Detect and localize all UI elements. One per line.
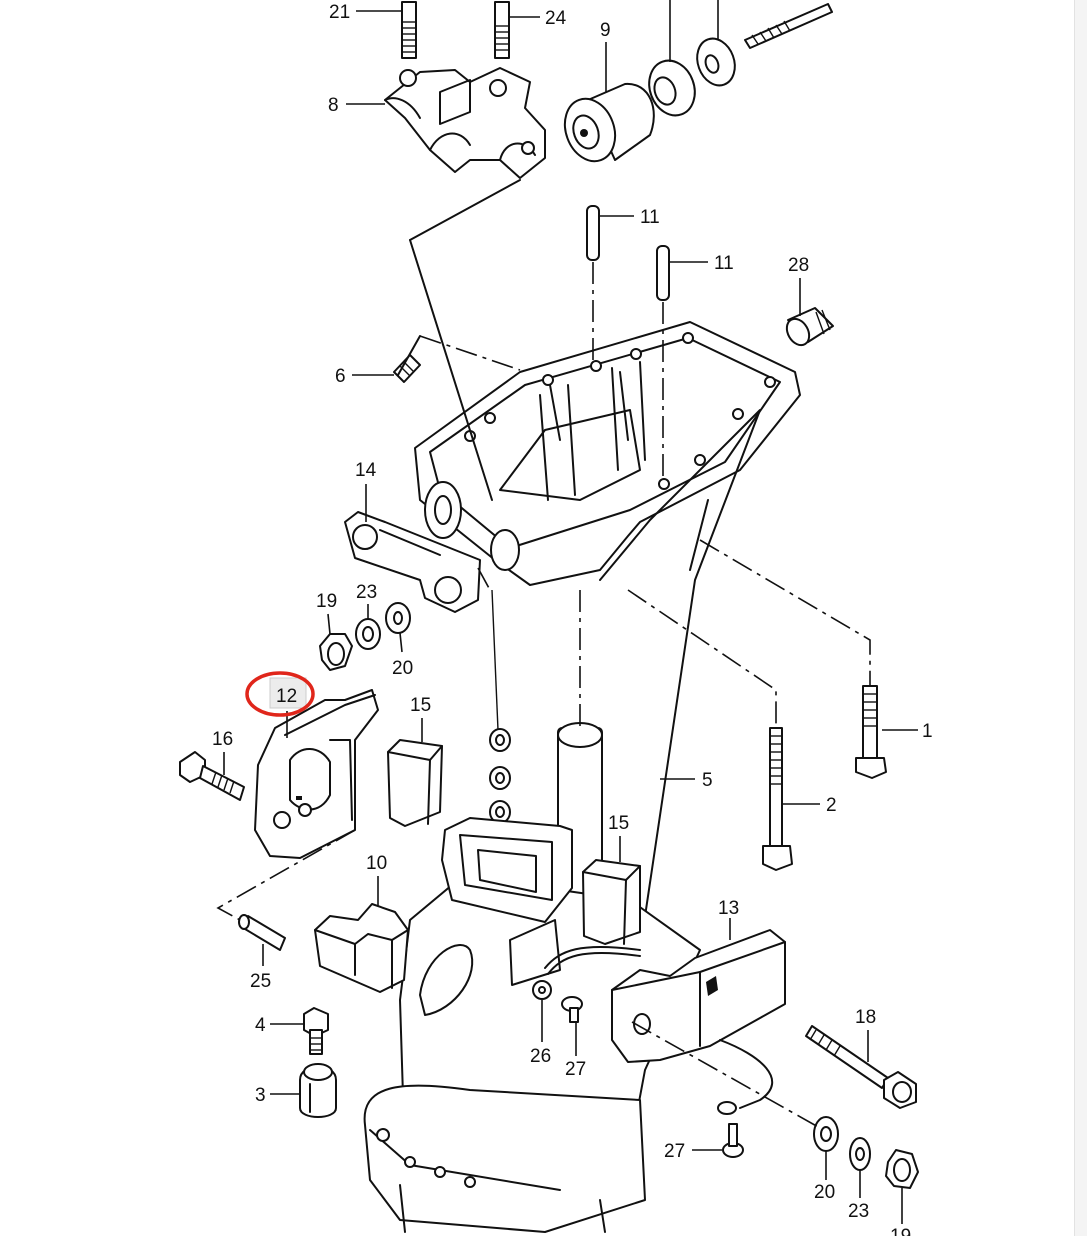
center-mount-housing <box>441 817 573 923</box>
callout-15-lower: 15 <box>608 813 629 834</box>
callout-4: 4 <box>255 1015 266 1036</box>
callout-20-upper: 20 <box>392 658 413 679</box>
highlight-circle <box>245 671 315 717</box>
callout-10: 10 <box>366 853 387 874</box>
callout-24: 24 <box>545 8 567 29</box>
part-14-bracket <box>344 511 481 613</box>
part-21-bolt <box>401 1 417 59</box>
washer-small <box>696 37 736 87</box>
washer-large <box>648 59 696 117</box>
part-13-lower-mount <box>611 929 786 1063</box>
part-2-bolt <box>762 727 793 871</box>
part-23-washer-lower <box>849 1137 871 1171</box>
callout-23-upper: 23 <box>356 582 377 603</box>
callout-23-lower: 23 <box>848 1201 869 1222</box>
callout-5: 5 <box>702 770 713 791</box>
callout-26: 26 <box>530 1046 551 1067</box>
part-19-nut-lower <box>885 1149 919 1189</box>
callout-2: 2 <box>826 795 837 816</box>
callout-18: 18 <box>855 1007 876 1028</box>
part-18-bolt <box>805 1025 917 1109</box>
part-25-dowel <box>238 914 286 951</box>
part-26-ground-wire <box>532 945 774 1115</box>
callout-13: 13 <box>718 898 739 919</box>
callout-25: 25 <box>250 971 271 992</box>
part-20-washer <box>385 602 411 634</box>
callout-27-upper: 27 <box>565 1059 586 1080</box>
callout-20-lower: 20 <box>814 1182 835 1203</box>
callout-12-label-box <box>269 677 307 709</box>
part-24-bolt <box>494 1 510 59</box>
callout-3: 3 <box>255 1085 266 1106</box>
part-20-washer-lower <box>813 1116 839 1152</box>
part-15-block-lower <box>582 859 641 945</box>
part-5-driveshaft-housing <box>363 321 801 1233</box>
part-16-bolt <box>179 751 245 801</box>
callout-19-upper: 19 <box>316 591 337 612</box>
callout-11a: 11 <box>640 207 660 228</box>
callout-14: 14 <box>355 460 377 481</box>
window-edge <box>1074 0 1087 1236</box>
part-27-screw-a <box>561 996 583 1023</box>
callout-8: 8 <box>328 95 339 116</box>
callout-16: 16 <box>212 729 233 750</box>
callout-15-upper: 15 <box>410 695 431 716</box>
part-4-bolt <box>303 1007 329 1055</box>
callout-28: 28 <box>788 255 809 276</box>
part-12-mount <box>254 689 379 859</box>
callout-21: 21 <box>329 2 350 23</box>
callout-11b: 11 <box>714 253 734 274</box>
part-9-bushing <box>563 82 655 163</box>
part-19-nut <box>319 633 353 671</box>
assembly-lines <box>216 179 871 1129</box>
callout-1: 1 <box>922 721 933 742</box>
part-23-washer <box>355 618 381 650</box>
part-10-stopper <box>314 903 409 993</box>
part-11-pin-b <box>656 245 670 301</box>
callout-27-lower: 27 <box>664 1141 685 1162</box>
callout-19-lower: 19 <box>890 1226 911 1236</box>
callout-labels: 21 24 9 8 11 11 28 6 14 19 23 20 15 16 1… <box>212 2 933 1236</box>
part-1-bolt <box>855 685 887 779</box>
callout-12: 12 <box>276 686 297 707</box>
part-6-pin <box>393 354 421 383</box>
part-28-plug <box>785 307 834 347</box>
part-27-screw-b <box>722 1123 744 1158</box>
callout-6: 6 <box>335 366 346 387</box>
callout-9: 9 <box>600 20 611 41</box>
leader-lines <box>223 0 918 1224</box>
long-stud <box>744 3 833 49</box>
part-11-pin-a <box>586 205 600 261</box>
rings-on-column <box>489 589 511 824</box>
part-3-cap <box>299 1063 337 1118</box>
part-15-block-upper <box>387 739 443 827</box>
part-8-clamp <box>384 67 546 179</box>
